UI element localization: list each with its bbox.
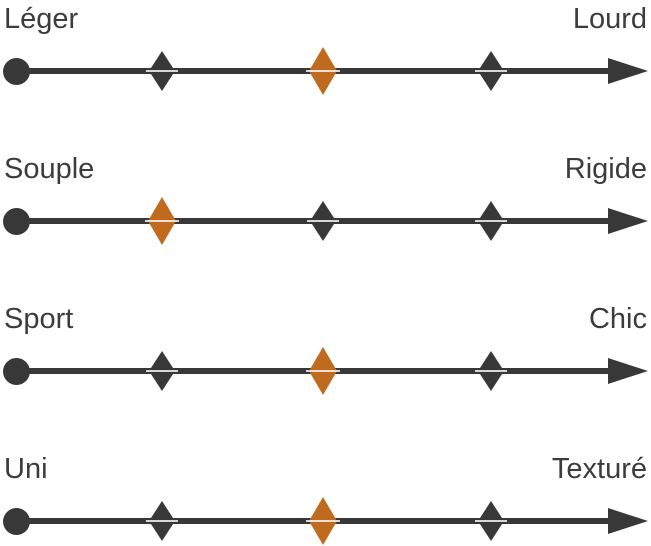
- marker-stripe: [475, 220, 507, 222]
- scale-row: Souple Rigide: [0, 150, 651, 300]
- arrowhead-icon: [608, 58, 648, 84]
- marker-stripe: [146, 70, 178, 72]
- marker-stripe: [475, 70, 507, 72]
- marker-stripe: [475, 370, 507, 372]
- scale-left-label: Léger: [4, 3, 79, 35]
- scale-row: Sport Chic: [0, 300, 651, 450]
- scale-right-label: Rigide: [564, 153, 647, 185]
- scale-left-label: Souple: [4, 153, 95, 185]
- marker-stripe: [145, 220, 179, 222]
- marker-stripe: [307, 220, 339, 222]
- marker-stripe: [306, 520, 340, 522]
- marker-stripe: [475, 520, 507, 522]
- scale-left-label: Uni: [4, 453, 48, 485]
- marker-stripe: [146, 520, 178, 522]
- marker-stripe: [306, 70, 340, 72]
- arrowhead-icon: [608, 358, 648, 384]
- scale-right-label: Texturé: [551, 453, 647, 485]
- arrowhead-icon: [608, 508, 648, 534]
- scale-right-label: Lourd: [572, 3, 647, 35]
- arrowhead-icon: [608, 208, 648, 234]
- scale-left-label: Sport: [4, 303, 74, 335]
- marker-stripe: [306, 370, 340, 372]
- scale-right-label: Chic: [588, 303, 647, 335]
- marker-stripe: [146, 370, 178, 372]
- scale-row: Léger Lourd: [0, 0, 651, 150]
- scale-row: Uni Texturé: [0, 450, 651, 546]
